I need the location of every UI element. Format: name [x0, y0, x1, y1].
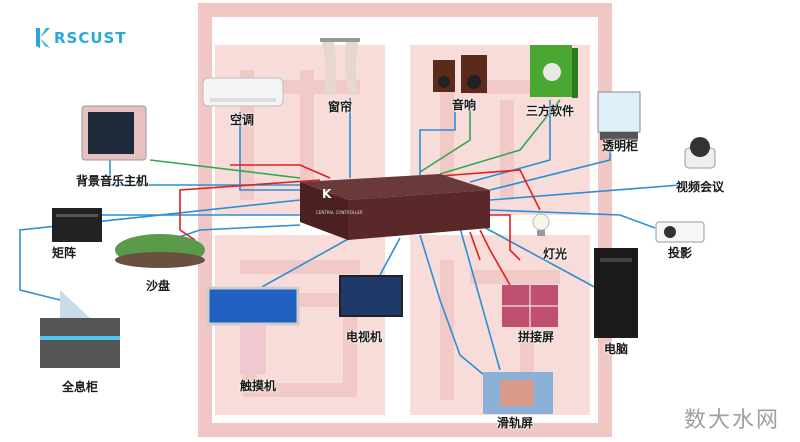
label-tv: 电视机 [346, 330, 383, 344]
light-bulb-image [532, 213, 550, 236]
label-air-conditioner: 空调 [230, 113, 255, 127]
blue-connection-line [459, 227, 501, 371]
label-splicing-screen: 拼接屏 [518, 330, 555, 344]
blue-connection-line [379, 237, 401, 276]
label-touch-machine: 触摸机 [240, 379, 277, 393]
software-box-image [530, 45, 578, 98]
matrix-image [52, 208, 102, 242]
air-conditioner-image [202, 77, 284, 107]
red-connection-line [469, 231, 481, 261]
red-connection-line [179, 179, 321, 241]
blue-connection-line [259, 237, 351, 289]
label-slide-screen: 滑轨屏 [497, 416, 534, 430]
green-connection-line [419, 110, 471, 173]
controller-brand: K [322, 187, 332, 201]
label-lighting: 灯光 [543, 247, 568, 261]
label-projector: 投影 [668, 246, 693, 260]
central-controller: K CENTRAL CONTROLLER [300, 174, 490, 240]
red-connection-line [439, 169, 541, 211]
blue-connection-line [489, 145, 611, 191]
label-third-party-software: 三方软件 [526, 104, 575, 118]
blue-connection-line [469, 100, 551, 183]
red-connection-line [490, 214, 521, 261]
music-host-panel-image [81, 105, 147, 161]
computer-image [594, 248, 638, 338]
blue-connection-line [479, 224, 601, 291]
hologram-cabinet-image [40, 290, 120, 368]
logo: RSCUST [32, 26, 127, 50]
label-matrix: 矩阵 [52, 246, 77, 260]
label-video-conference: 视频会议 [676, 180, 725, 194]
splicing-screen-image [502, 285, 558, 327]
label-background-music-host: 背景音乐主机 [76, 174, 149, 188]
blue-connection-line [489, 184, 681, 201]
curtain-image [320, 38, 360, 95]
green-connection-line [439, 99, 561, 175]
projector-image [655, 221, 705, 243]
controller-label: CENTRAL CONTROLLER [316, 210, 363, 215]
label-transparent-cabinet: 透明柜 [602, 139, 639, 153]
slide-screen-image [483, 372, 553, 414]
red-connection-line [479, 229, 511, 286]
blue-connection-line [489, 209, 656, 229]
label-curtain: 窗帘 [328, 100, 353, 114]
touch-machine-image [206, 286, 300, 374]
label-computer: 电脑 [604, 342, 629, 356]
blue-connection-line [419, 234, 491, 381]
watermark: 数大水网 [683, 408, 780, 433]
label-sand-table: 沙盘 [146, 279, 171, 293]
video-conference-camera-image [684, 137, 716, 169]
blue-connection-line [19, 199, 301, 301]
logo-k-mark-icon [36, 28, 50, 48]
green-connection-line [149, 159, 301, 179]
label-speaker: 音响 [452, 98, 477, 112]
blue-connection-line [109, 160, 300, 186]
tv-image [339, 275, 403, 317]
blue-connection-line [239, 112, 300, 191]
blue-connection-line [419, 112, 456, 176]
logo-text: RSCUST [54, 29, 127, 47]
label-hologram-cabinet: 全息柜 [62, 380, 99, 394]
transparent-cabinet-image [597, 91, 641, 140]
red-connection-line [230, 164, 331, 179]
connection-lines [19, 98, 681, 381]
speaker-image [433, 55, 487, 93]
sand-table-image [115, 234, 205, 268]
